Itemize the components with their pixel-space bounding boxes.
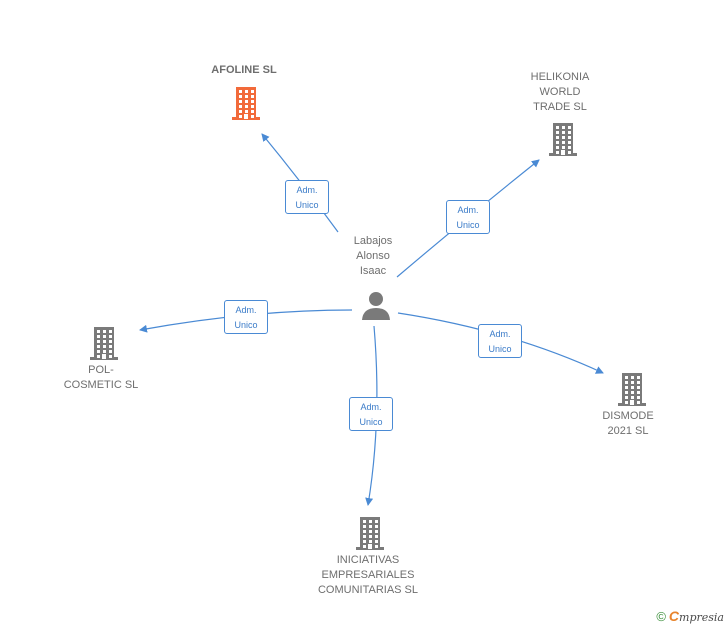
brand-name: mpresia	[679, 611, 724, 624]
footer-brand[interactable]: ©Cmpresia	[656, 608, 724, 624]
building-icon[interactable]	[617, 371, 647, 412]
company-label-afoline[interactable]: AFOLINE SL	[211, 64, 277, 76]
edge-label-dismode[interactable]: Adm. Unico	[478, 324, 522, 358]
brand-initial: C	[668, 608, 680, 624]
edge-label-pol[interactable]: Adm. Unico	[224, 300, 268, 334]
building-icon[interactable]	[548, 121, 578, 162]
edge-label-afoline[interactable]: Adm. Unico	[285, 180, 329, 214]
company-label-helikonia[interactable]: HELIKONIA WORLD TRADE SL	[530, 71, 590, 113]
company-label-iniciativas[interactable]: INICIATIVAS EMPRESARIALES COMUNITARIAS S…	[317, 554, 419, 596]
edge-label-helikonia[interactable]: Adm. Unico	[446, 200, 490, 234]
building-icon[interactable]	[231, 85, 261, 126]
company-label-pol[interactable]: POL- COSMETIC SL	[63, 364, 139, 391]
building-icon[interactable]	[355, 515, 385, 556]
edge-label-iniciativas[interactable]: Adm. Unico	[349, 397, 393, 431]
copyright-icon: ©	[656, 609, 666, 624]
person-name-label[interactable]: Labajos Alonso Isaac	[353, 235, 393, 277]
company-label-dismode[interactable]: DISMODE 2021 SL	[602, 410, 654, 437]
person-icon[interactable]	[361, 290, 391, 325]
building-icon[interactable]	[89, 325, 119, 366]
